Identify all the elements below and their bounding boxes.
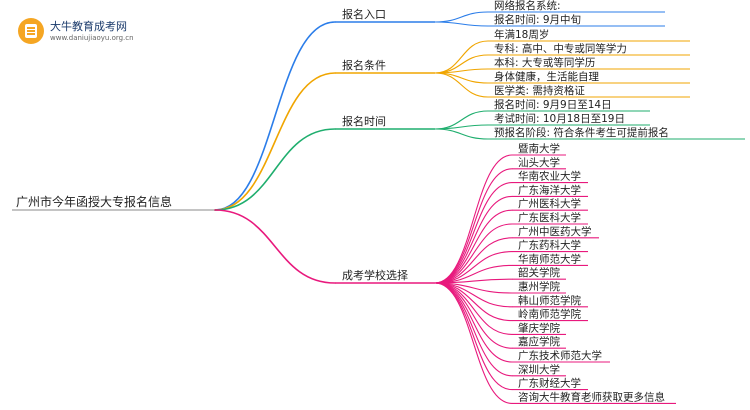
leaf-label: 肇庆学院 bbox=[518, 321, 560, 334]
leaf-label: 报名时间: 9月中旬 bbox=[494, 13, 581, 26]
leaf-connector bbox=[434, 182, 513, 284]
leaf-label: 深圳大学 bbox=[518, 363, 560, 376]
branch-label-4: 成考学校选择 bbox=[342, 268, 408, 282]
leaf-connector bbox=[434, 195, 513, 284]
branch-connector-3 bbox=[214, 128, 336, 211]
watermark-url: www.daniujiaoyu.org.cn bbox=[50, 34, 134, 42]
leaf-label: 年满18周岁 bbox=[494, 28, 549, 41]
leaf-connector bbox=[434, 124, 489, 130]
book-icon bbox=[18, 18, 44, 44]
leaf-label: 惠州学院 bbox=[518, 280, 560, 293]
leaf-label: 网络报名系统: bbox=[494, 0, 561, 12]
branch-connector-2 bbox=[214, 72, 336, 211]
watermark-name: 大牛教育成考网 bbox=[50, 20, 127, 33]
leaf-label: 嘉应学院 bbox=[518, 335, 560, 348]
leaf-connector bbox=[434, 110, 489, 130]
leaf-label: 暨南大学 bbox=[518, 142, 560, 155]
leaf-connector bbox=[434, 168, 513, 284]
leaf-label: 广东海洋大学 bbox=[518, 183, 581, 196]
leaf-label: 广东药科大学 bbox=[518, 239, 581, 252]
leaf-label: 咨询大牛教育老师获取更多信息 bbox=[518, 390, 665, 403]
leaf-label: 华南师范大学 bbox=[518, 252, 581, 265]
leaf-label: 广东技术师范大学 bbox=[518, 349, 602, 362]
leaf-connector bbox=[434, 282, 513, 404]
leaf-connector bbox=[434, 282, 513, 377]
leaf-connector bbox=[434, 72, 489, 84]
leaf-connector bbox=[434, 40, 489, 74]
leaf-label: 汕头大学 bbox=[518, 156, 560, 169]
leaf-connector bbox=[434, 128, 489, 140]
root-label: 广州市今年函授大专报名信息 bbox=[16, 194, 172, 209]
leaf-label: 韩山师范学院 bbox=[518, 294, 581, 307]
leaf-connector bbox=[434, 237, 513, 284]
leaf-label: 身体健康，生活能自理 bbox=[494, 70, 599, 83]
branch-label-3: 报名时间 bbox=[342, 114, 386, 128]
branch-connector-4 bbox=[214, 209, 336, 284]
leaf-label: 广州医科大学 bbox=[518, 197, 581, 210]
leaf-label: 医学类: 需持资格证 bbox=[494, 84, 585, 97]
leaf-label: 专科: 高中、中专或同等学力 bbox=[494, 42, 627, 55]
leaf-connector bbox=[434, 223, 513, 284]
leaf-label: 预报名阶段: 符合条件考生可提前报名 bbox=[494, 126, 669, 139]
leaf-connector bbox=[434, 68, 489, 74]
leaf-label: 本科: 大专或等同学历 bbox=[494, 56, 595, 69]
leaf-connector bbox=[434, 21, 489, 27]
leaf-label: 考试时间: 10月18日至19日 bbox=[494, 112, 625, 125]
leaf-connector bbox=[434, 282, 513, 391]
branch-label-2: 报名条件 bbox=[342, 58, 386, 72]
leaf-connector bbox=[434, 72, 489, 98]
leaf-connector bbox=[434, 282, 513, 335]
leaf-label: 韶关学院 bbox=[518, 266, 560, 279]
leaf-connector bbox=[434, 209, 513, 284]
leaf-label: 报名时间: 9月9日至14日 bbox=[494, 98, 612, 111]
leaf-label: 岭南师范学院 bbox=[518, 308, 581, 321]
branch-connector-1 bbox=[214, 21, 336, 211]
leaf-label: 华南农业大学 bbox=[518, 170, 581, 183]
leaf-label: 广州中医药大学 bbox=[518, 225, 592, 238]
branch-label-1: 报名入口 bbox=[342, 7, 386, 21]
leaf-connector bbox=[434, 154, 513, 284]
leaf-label: 广东医科大学 bbox=[518, 211, 581, 224]
leaf-label: 广东财经大学 bbox=[518, 377, 581, 390]
leaf-connector bbox=[434, 11, 489, 23]
watermark-logo: 大牛教育成考网 www.daniujiaoyu.org.cn bbox=[12, 14, 152, 50]
